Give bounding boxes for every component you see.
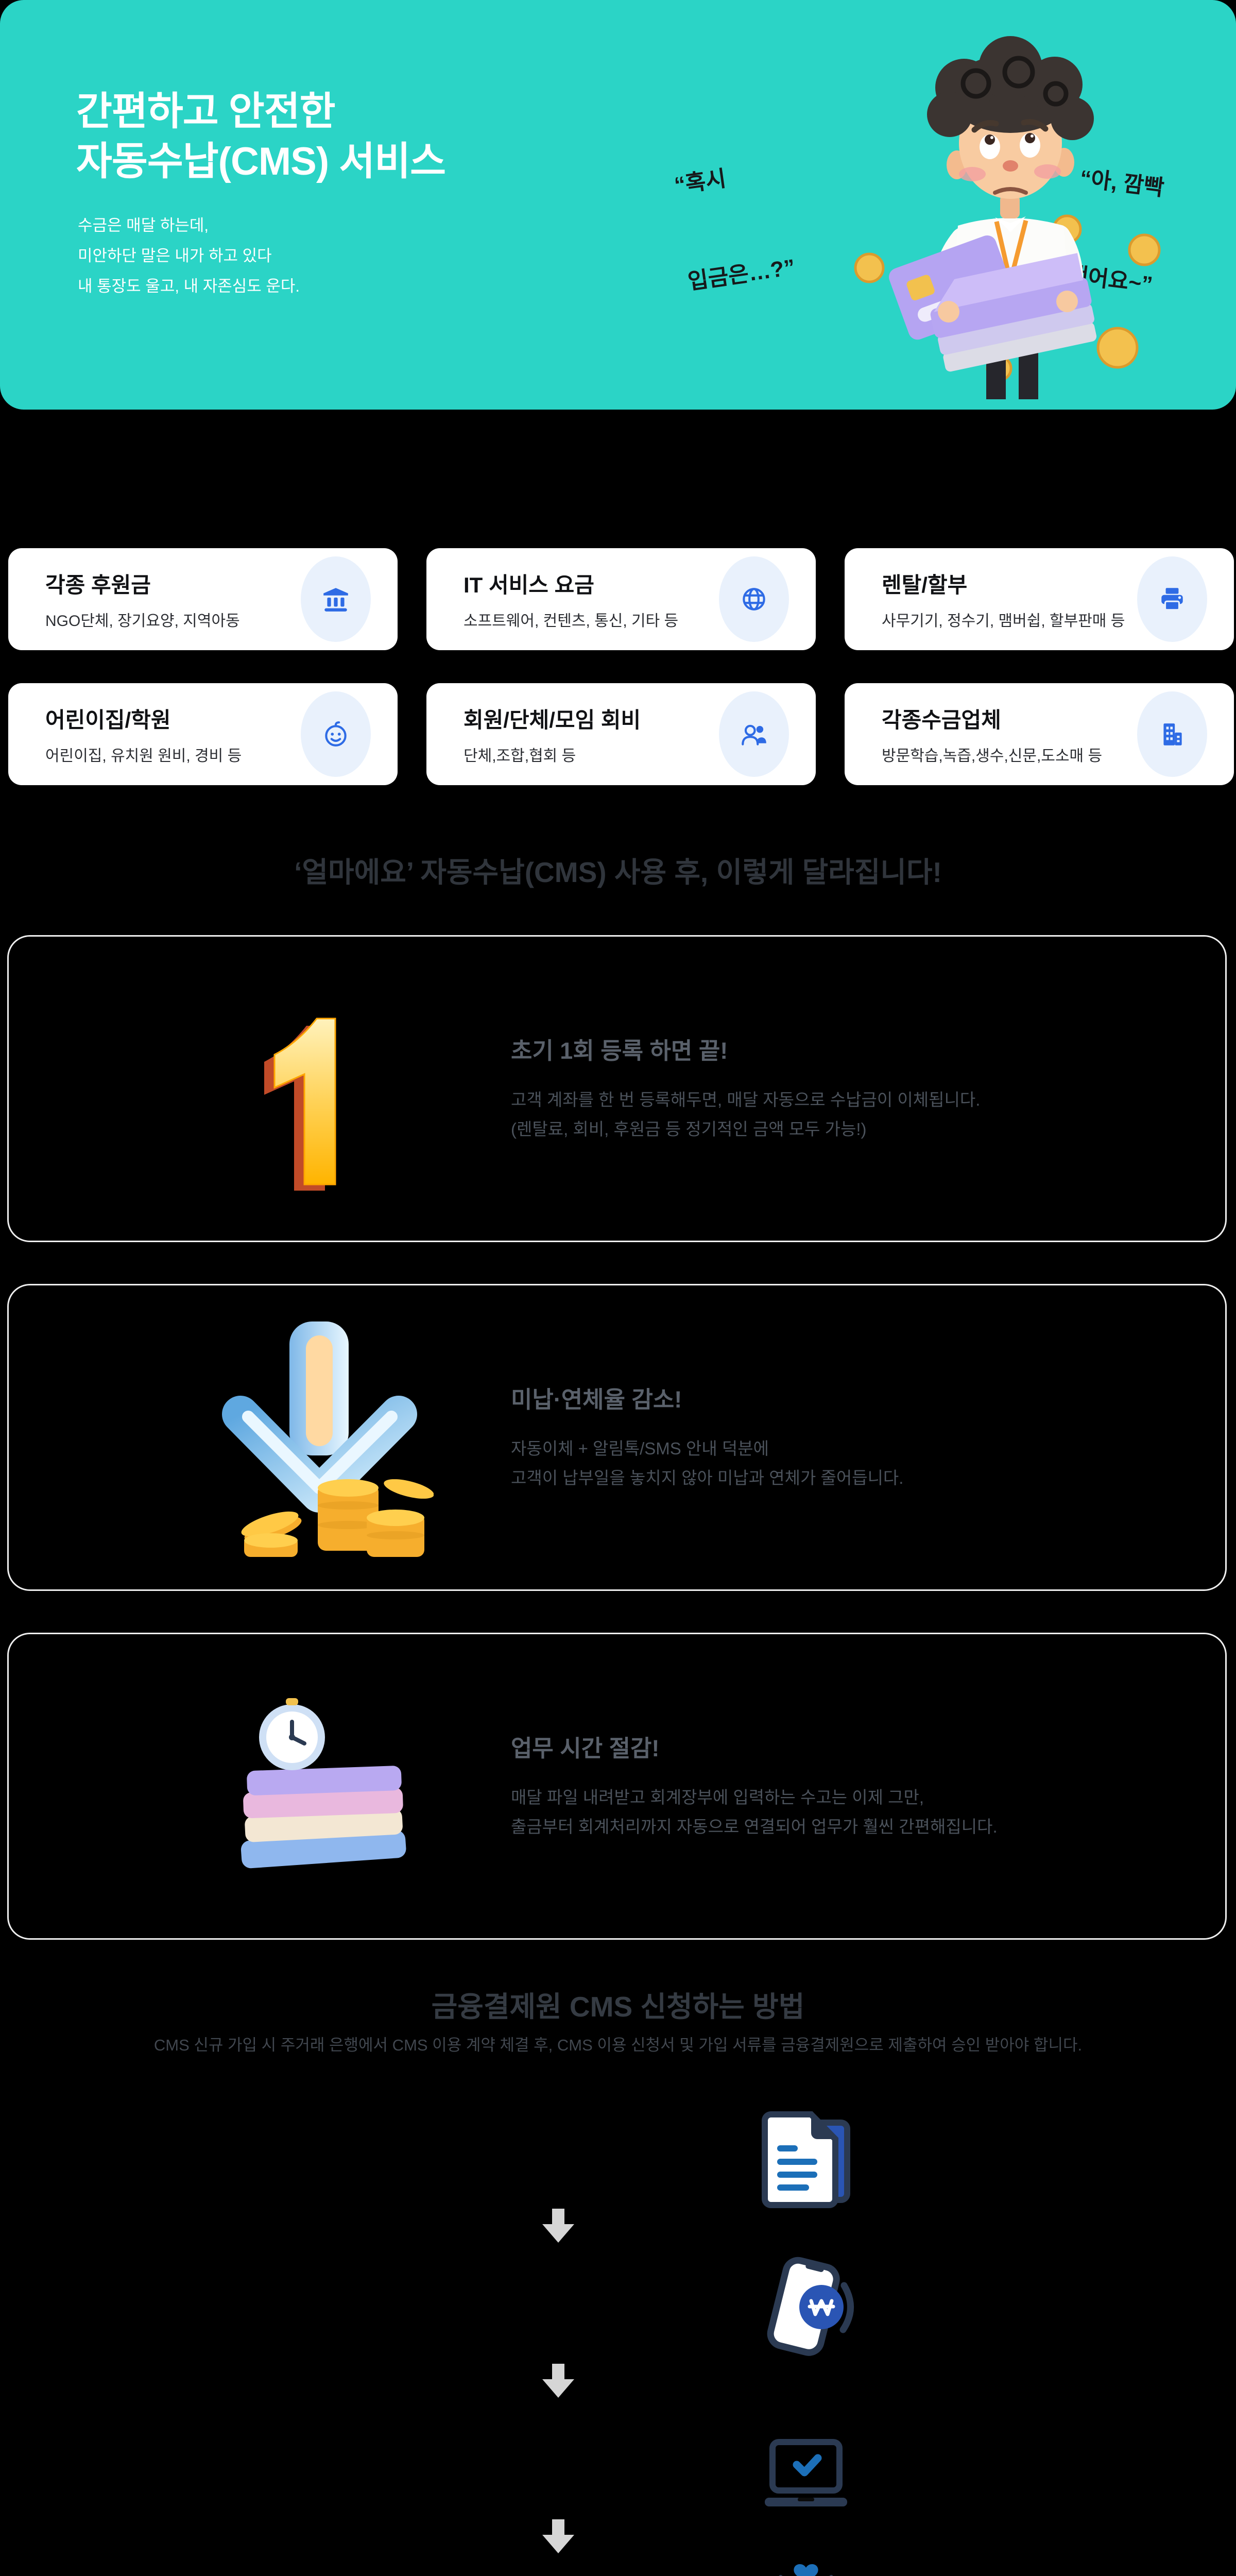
- contract-documents-icon: [762, 2111, 850, 2208]
- benefit-body-line: 고객 계좌를 한 번 등록해두면, 매달 자동으로 수납금이 이체됩니다.: [511, 1090, 981, 1109]
- benefit-body: 매달 파일 내려받고 회계장부에 입력하는 수고는 이제 그만, 출금부터 회계…: [511, 1783, 998, 1841]
- benefit-body: 고객 계좌를 한 번 등록해두면, 매달 자동으로 수납금이 이체됩니다. (렌…: [511, 1085, 980, 1144]
- hero-banner: 간편하고 안전한 자동수납(CMS) 서비스 수금은 매달 하는데, 미안하단 …: [0, 0, 1236, 410]
- category-card-membership: 회원/단체/모임 회비 단체,조합,협회 등: [426, 683, 816, 785]
- category-title: 어린이집/학원: [45, 708, 171, 732]
- category-title: 렌탈/할부: [882, 573, 968, 597]
- benefit-heading: 업무 시간 절감!: [511, 1735, 660, 1761]
- benefit-heading: 미납·연체율 감소!: [511, 1386, 682, 1413]
- down-arrow-coins-3d-illustration: [222, 1321, 434, 1557]
- books-clock-3d-illustration: [241, 1698, 406, 1869]
- benefit-body-line: 매달 파일 내려받고 회계장부에 입력하는 수고는 이제 그만,: [511, 1788, 924, 1807]
- category-title: IT 서비스 요금: [464, 573, 594, 597]
- howto-description: CMS 신규 가입 시 주거래 은행에서 CMS 이용 계약 체결 후, CMS…: [153, 2036, 1083, 2054]
- globe-icon: [743, 588, 765, 611]
- benefit-body-line: 자동이체 + 알림톡/SMS 안내 덕분에: [511, 1439, 769, 1458]
- category-desc: 어린이집, 유치원 원비, 경비 등: [45, 748, 242, 765]
- building-icon: [1163, 723, 1182, 745]
- printer-icon: [1161, 588, 1183, 611]
- clapping-hands-heart-icon: [779, 2564, 833, 2576]
- category-card-rental: 렌탈/할부 사무기기, 정수기, 맴버쉽, 할부판매 등: [845, 548, 1234, 650]
- bank-icon: [323, 588, 348, 612]
- category-desc: 사무기기, 정수기, 맴버쉽, 할부판매 등: [882, 613, 1125, 630]
- category-card-collection-business: 각종수금업체 방문학습,녹즙,생수,신문,도소매 등: [845, 683, 1234, 785]
- icon-oval: [719, 691, 789, 777]
- benefit-card-3: 업무 시간 절감! 매달 파일 내려받고 회계장부에 입력하는 수고는 이제 그…: [7, 1633, 1227, 1940]
- benefit-heading: 초기 1회 등록 하면 끝!: [511, 1038, 728, 1064]
- icon-oval: [301, 556, 371, 642]
- icon-oval: [301, 691, 371, 777]
- category-title: 각종수금업체: [882, 708, 1001, 732]
- howto-section-title: 금융결제원 CMS 신청하는 방법: [431, 1991, 805, 2023]
- category-desc: 방문학습,녹즙,생수,신문,도소매 등: [882, 748, 1103, 765]
- hero-subtitle: 수금은 매달 하는데, 미안하단 말은 내가 하고 있다 내 통장도 울고, 내…: [78, 210, 300, 301]
- people-icon: [742, 724, 766, 745]
- icon-oval: [1137, 691, 1207, 777]
- category-desc: 단체,조합,협회 등: [464, 748, 576, 765]
- category-card-daycare: 어린이집/학원 어린이집, 유치원 원비, 경비 등: [8, 683, 398, 785]
- speech-bubble-left: “혹시 입금은…?”: [663, 91, 806, 363]
- down-arrow-icon: [542, 2209, 574, 2243]
- phone-won-payment-icon: [767, 2257, 854, 2356]
- benefit-body: 자동이체 + 알림톡/SMS 안내 덕분에 고객이 납부일을 놓치지 않아 미납…: [511, 1434, 903, 1493]
- category-desc: NGO단체, 장기요양, 지역아동: [45, 613, 240, 630]
- hero-title: 간편하고 안전한 자동수납(CMS) 서비스: [76, 87, 446, 187]
- hero-title-line2: 자동수납(CMS) 서비스: [76, 140, 446, 183]
- benefit-card-1: 초기 1회 등록 하면 끝! 고객 계좌를 한 번 등록해두면, 매달 자동으로…: [7, 935, 1227, 1242]
- category-desc: 소프트웨어, 컨텐츠, 통신, 기타 등: [464, 613, 679, 630]
- benefit-body-line: (렌탈료, 회비, 후원금 등 정기적인 금액 모두 가능!): [511, 1120, 867, 1139]
- benefit-card-2: 미납·연체율 감소! 자동이체 + 알림톡/SMS 안내 덕분에 고객이 납부일…: [7, 1284, 1227, 1591]
- benefit-body-line: 출금부터 회계처리까지 자동으로 연결되어 업무가 훨씬 간편해집니다.: [511, 1817, 998, 1836]
- worried-man-character-illustration: [854, 36, 1161, 399]
- speech-left-line: 입금은…?”: [686, 255, 797, 295]
- hero-subtitle-line: 미안하단 말은 내가 하고 있다: [78, 247, 272, 265]
- category-title: 회원/단체/모임 회비: [464, 708, 641, 732]
- hero-subtitle-line: 내 통장도 울고, 내 자존심도 운다.: [78, 277, 300, 295]
- hero-subtitle-line: 수금은 매달 하는데,: [78, 216, 209, 234]
- benefits-section-title: ‘얼마에요’ 자동수납(CMS) 사용 후, 이렇게 달라집니다!: [294, 856, 942, 888]
- category-card-it-services: IT 서비스 요금 소프트웨어, 컨텐츠, 통신, 기타 등: [426, 548, 816, 650]
- baby-face-icon: [325, 721, 347, 747]
- icon-oval: [719, 556, 789, 642]
- category-card-donations: 각종 후원금 NGO단체, 장기요양, 지역아동: [8, 548, 398, 650]
- speech-left-line: “혹시: [673, 166, 728, 198]
- hero-title-line1: 간편하고 안전한: [76, 90, 336, 133]
- benefit-body-line: 고객이 납부일을 놓치지 않아 미납과 연체가 줄어듭니다.: [511, 1468, 904, 1487]
- laptop-check-icon: [765, 2439, 847, 2506]
- number-one-3d-illustration: [264, 1018, 336, 1191]
- down-arrow-icon: [542, 2519, 574, 2553]
- icon-oval: [1137, 556, 1207, 642]
- down-arrow-icon: [542, 2364, 574, 2398]
- category-title: 각종 후원금: [45, 573, 151, 597]
